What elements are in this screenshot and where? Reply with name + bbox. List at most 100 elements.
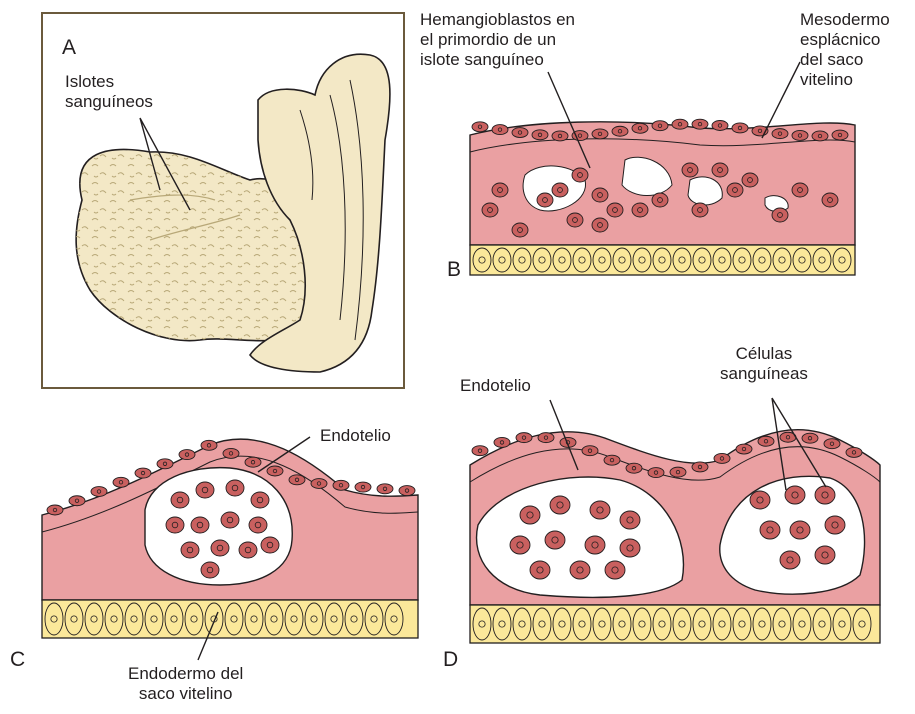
b-hemangioblast-cell — [492, 183, 508, 197]
d-blood-cell — [550, 496, 570, 514]
b-mesothelium-cell — [632, 123, 648, 133]
d-blood-cell — [520, 506, 540, 524]
d-mesothelium-cell — [494, 437, 510, 447]
c-blood-cell — [226, 480, 244, 496]
c-endoderm-cell — [125, 603, 143, 635]
label-endotelio-c: Endotelio — [320, 426, 391, 446]
c-mesothelium-cell — [91, 487, 107, 497]
b-endoderm-cell — [533, 248, 551, 272]
d-mesothelium-cell — [626, 463, 642, 473]
c-endoderm-cell — [365, 603, 383, 635]
c-endoderm-cell — [65, 603, 83, 635]
b-hemangioblast-cell — [692, 203, 708, 217]
d-endoderm-cell — [713, 608, 731, 640]
b-mesothelium-cell — [832, 130, 848, 140]
d-mesothelium-cell — [846, 447, 862, 457]
c-endoderm-cell — [145, 603, 163, 635]
d-mesothelium-cell — [648, 468, 664, 478]
c-endoderm-cell — [385, 603, 403, 635]
d-blood-cell — [585, 536, 605, 554]
c-blood-cell — [166, 517, 184, 533]
b-mesothelium-cell — [712, 120, 728, 130]
b-endoderm-cell — [733, 248, 751, 272]
label-mesodermo-esplacnico: Mesodermo esplácnico del saco vitelino — [800, 10, 890, 90]
c-blood-cell — [171, 492, 189, 508]
d-mesothelium-cell — [714, 453, 730, 463]
c-blood-cell — [221, 512, 239, 528]
c-mesothelium-cell — [179, 450, 195, 460]
b-mesothelium-cell — [772, 129, 788, 139]
b-mesothelium-cell — [552, 131, 568, 141]
c-mesothelium-cell — [355, 482, 371, 492]
d-blood-cell — [750, 491, 770, 509]
b-endoderm-cell — [833, 248, 851, 272]
c-mesothelium-cell — [223, 448, 239, 458]
d-blood-cell — [530, 561, 550, 579]
d-blood-cell — [570, 561, 590, 579]
b-mesothelium-cell — [492, 125, 508, 135]
d-endoderm-cell — [553, 608, 571, 640]
d-endoderm-cell — [613, 608, 631, 640]
b-endoderm-cell — [573, 248, 591, 272]
b-endoderm-cell — [653, 248, 671, 272]
d-mesothelium-cell — [802, 433, 818, 443]
b-endoderm-cell — [473, 248, 491, 272]
d-endoderm-cell — [573, 608, 591, 640]
d-endoderm-cell — [813, 608, 831, 640]
d-endoderm-cell — [473, 608, 491, 640]
c-endoderm-cell — [285, 603, 303, 635]
b-mesothelium-cell — [672, 119, 688, 129]
d-blood-cell — [760, 521, 780, 539]
d-mesothelium-cell — [472, 446, 488, 456]
d-endoderm-cell — [533, 608, 551, 640]
b-hemangioblast-cell — [592, 188, 608, 202]
b-mesothelium-cell — [732, 123, 748, 133]
b-endoderm-cell — [753, 248, 771, 272]
b-hemangioblast-cell — [512, 223, 528, 237]
b-mesothelium-cell — [592, 129, 608, 139]
c-endoderm-cell — [305, 603, 323, 635]
label-islotes-sanguineos: Islotes sanguíneos — [65, 72, 153, 112]
b-hemangioblast-cell — [572, 168, 588, 182]
c-endoderm-cell — [345, 603, 363, 635]
d-endoderm-cell — [673, 608, 691, 640]
c-endoderm-cell — [325, 603, 343, 635]
b-hemangioblast-cell — [482, 203, 498, 217]
d-mesothelium-cell — [582, 446, 598, 456]
d-mesothelium-cell — [824, 439, 840, 449]
label-hemangioblastos: Hemangioblastos en el primordio de un is… — [420, 10, 575, 70]
c-endoderm-cell — [85, 603, 103, 635]
b-endoderm-cell — [673, 248, 691, 272]
b-hemangioblast-cell — [632, 203, 648, 217]
c-endoderm-cell — [165, 603, 183, 635]
c-blood-cell — [261, 537, 279, 553]
d-endoderm-cell — [633, 608, 651, 640]
c-endoderm-cell — [225, 603, 243, 635]
d-mesothelium-cell — [692, 462, 708, 472]
d-mesothelium-cell — [604, 455, 620, 465]
b-mesothelium-cell — [472, 122, 488, 132]
b-endoderm-cell — [633, 248, 651, 272]
d-endoderm-cell — [733, 608, 751, 640]
label-endodermo-saco-vitelino: Endodermo del saco vitelino — [128, 664, 243, 704]
c-mesothelium-cell — [47, 505, 63, 515]
b-endoderm-cell — [613, 248, 631, 272]
d-endoderm-cell — [593, 608, 611, 640]
c-endoderm-cell — [245, 603, 263, 635]
c-blood-cell — [249, 517, 267, 533]
d-blood-cell — [510, 536, 530, 554]
b-endoderm-cell — [593, 248, 611, 272]
b-endoderm-cell — [493, 248, 511, 272]
c-mesothelium-cell — [289, 475, 305, 485]
d-endoderm-cell — [833, 608, 851, 640]
c-blood-cell — [181, 542, 199, 558]
b-hemangioblast-cell — [822, 193, 838, 207]
b-endoderm-cell — [793, 248, 811, 272]
b-endoderm-cell — [693, 248, 711, 272]
c-mesothelium-cell — [113, 477, 129, 487]
d-endoderm-cell — [513, 608, 531, 640]
b-hemangioblast-cell — [712, 163, 728, 177]
panel-label-d: D — [443, 648, 458, 672]
c-blood-cell — [239, 542, 257, 558]
